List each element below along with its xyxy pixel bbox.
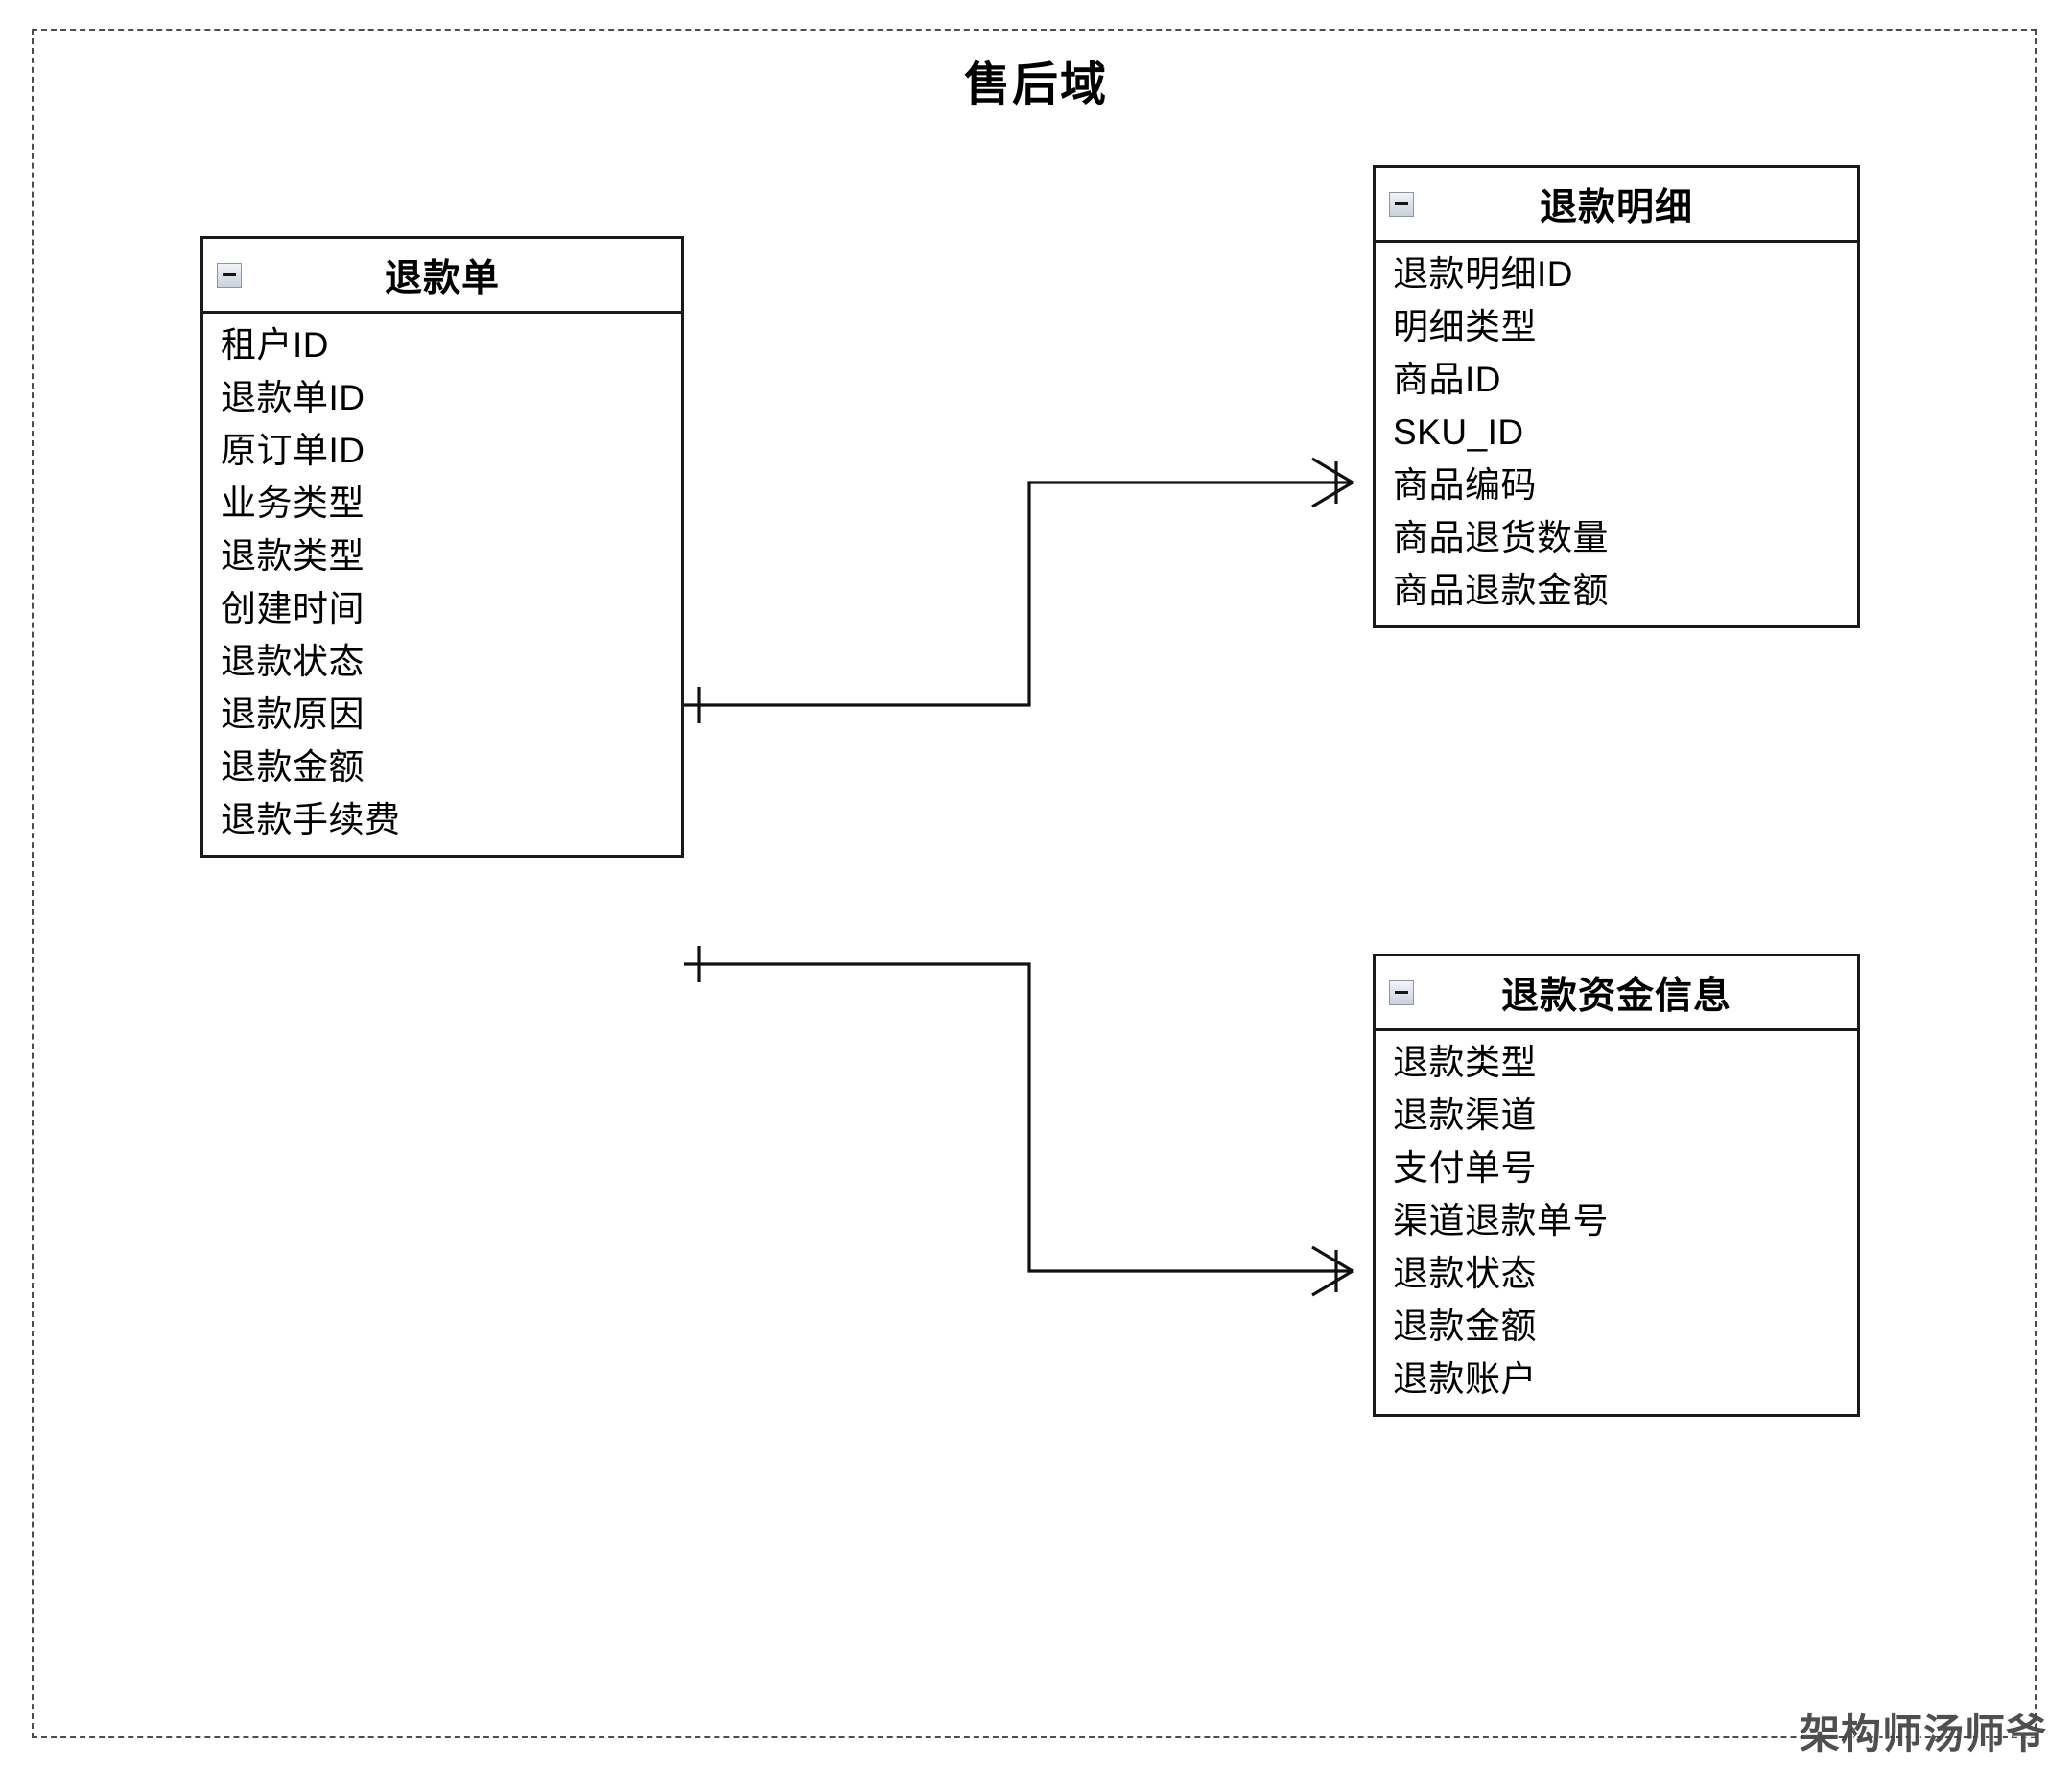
attribute-row: 退款账户 [1393, 1359, 1537, 1399]
attribute-row: 退款手续费 [221, 800, 401, 839]
domain-boundary [32, 29, 2037, 1738]
entity-attribute-list: 退款明细ID 明细类型 商品ID SKU_ID 商品编码 商品退货数量 商品退款… [1376, 243, 1857, 625]
entity-refund-fund-info[interactable]: 退款资金信息 退款类型 退款渠道 支付单号 渠道退款单号 退款状态 退款金额 退… [1373, 954, 1860, 1417]
page-title: 售后域 [963, 59, 1108, 110]
entity-attribute-list: 租户ID 退款单ID 原订单ID 业务类型 退款类型 创建时间 退款状态 退款原… [203, 314, 681, 855]
minus-collapse-icon[interactable] [1389, 191, 1414, 217]
attribute-row: 退款状态 [1393, 1254, 1537, 1293]
attribute-row: 退款状态 [221, 642, 365, 681]
minus-collapse-icon[interactable] [1389, 979, 1414, 1005]
entity-title: 退款明细 [1539, 186, 1693, 228]
attribute-row: 退款原因 [221, 695, 365, 734]
attribute-row: 商品ID [1393, 360, 1501, 399]
attribute-row: 商品退货数量 [1393, 518, 1609, 557]
attribute-row: 退款金额 [221, 747, 365, 787]
attribute-row: 业务类型 [221, 483, 365, 523]
attribute-row: 退款类型 [221, 536, 365, 576]
attribute-row: 渠道退款单号 [1393, 1201, 1609, 1240]
attribute-row: 退款类型 [1393, 1043, 1537, 1082]
entity-title: 退款资金信息 [1500, 975, 1731, 1017]
minus-collapse-icon[interactable] [217, 262, 242, 288]
attribute-row: 退款单ID [221, 378, 365, 417]
entity-header: 退款单 [203, 239, 681, 314]
entity-header: 退款明细 [1376, 168, 1857, 243]
attribute-row: 支付单号 [1393, 1148, 1537, 1188]
attribute-row: 明细类型 [1393, 307, 1537, 346]
attribute-row: 租户ID [221, 325, 329, 365]
watermark: 架构师汤师爷 [1799, 1711, 2047, 1756]
attribute-row: 退款金额 [1393, 1307, 1537, 1346]
entity-refund-detail[interactable]: 退款明细 退款明细ID 明细类型 商品ID SKU_ID 商品编码 商品退货数量… [1373, 165, 1860, 628]
attribute-row: 原订单ID [221, 431, 365, 470]
entity-title: 退款单 [384, 257, 500, 299]
entity-header: 退款资金信息 [1376, 956, 1857, 1031]
entity-attribute-list: 退款类型 退款渠道 支付单号 渠道退款单号 退款状态 退款金额 退款账户 [1376, 1031, 1857, 1414]
attribute-row: 商品退款金额 [1393, 571, 1609, 610]
attribute-row: 商品编码 [1393, 465, 1537, 505]
attribute-row: 创建时间 [221, 589, 365, 628]
attribute-row: 退款明细ID [1393, 254, 1573, 294]
attribute-row: SKU_ID [1393, 413, 1524, 452]
attribute-row: 退款渠道 [1393, 1096, 1537, 1135]
entity-refund-order[interactable]: 退款单 租户ID 退款单ID 原订单ID 业务类型 退款类型 创建时间 退款状态… [200, 236, 684, 858]
